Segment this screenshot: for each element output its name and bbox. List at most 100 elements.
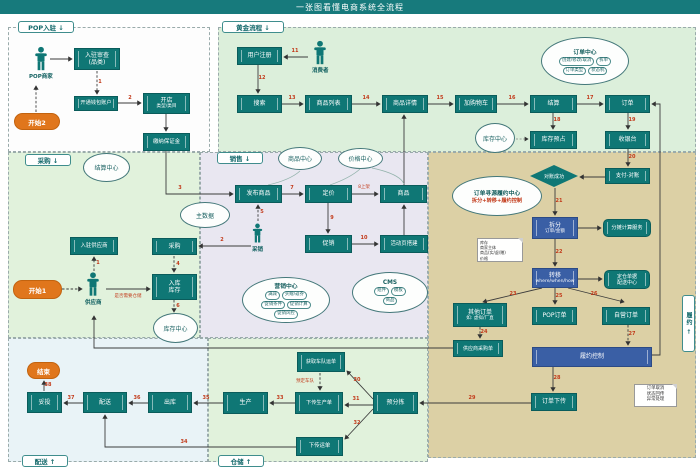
ellipse-settle-center: 结算中心 bbox=[83, 153, 130, 182]
flow-number: 28 bbox=[553, 375, 561, 381]
flow-number: 34 bbox=[180, 439, 188, 445]
flow-number: 38 bbox=[44, 382, 52, 388]
note-line: 订单取消 bbox=[646, 386, 665, 391]
note-line: 异常处理 bbox=[646, 397, 665, 403]
note-line: 价格 bbox=[480, 255, 488, 261]
box-deposit: 缴纳保证金 bbox=[143, 133, 190, 151]
ellipse-marketing-center: 营销中心 满减 买赠/返券 促销条件 促销计算 促销风控 bbox=[242, 277, 330, 323]
box-presort: 预分拣 bbox=[373, 392, 418, 414]
pill-row: 促销风控 bbox=[274, 310, 298, 319]
box-stock-hold: 库存预占 bbox=[530, 131, 577, 149]
ellipse-stock-center-purchase: 库存中心 bbox=[153, 313, 198, 343]
pill-row: 商品 bbox=[382, 296, 398, 306]
flow-number: 7 bbox=[290, 185, 294, 191]
box-prod-order: 下传生产单 bbox=[295, 392, 343, 414]
flow-number: 26 bbox=[590, 291, 598, 297]
pill-promo-risk: 促销风控 bbox=[274, 310, 298, 319]
ellipse-master-data: 主数据 bbox=[180, 202, 230, 228]
flow-number: 15 bbox=[436, 95, 444, 101]
pill-row: 促销条件 促销计算 bbox=[261, 300, 311, 310]
flow-number: 1 bbox=[96, 260, 100, 266]
flow-number: 5 bbox=[260, 209, 264, 215]
box-search: 搜索 bbox=[237, 95, 282, 113]
box-split: 拆分 订单/金额 bbox=[532, 217, 578, 239]
pill-order-type: 订单类型 bbox=[562, 66, 587, 76]
actor-supplier: 供应商 bbox=[85, 271, 102, 306]
center-title: 订单中心 bbox=[573, 49, 597, 56]
ellipse-stock-center-golden: 库存中心 bbox=[475, 123, 515, 153]
flow-number: 18 bbox=[553, 117, 561, 123]
diamond-recon-ok: 对账成功 bbox=[530, 165, 578, 187]
section-label-fulfillment: 履约 ← bbox=[682, 295, 695, 352]
box-share-calc-service: 分摊计算服务 bbox=[603, 219, 651, 237]
ellipse-sourcing-center: 订单寻源履约中心 拆分+转移+履约控制 bbox=[452, 176, 542, 216]
pill-component: 组件 bbox=[374, 286, 389, 296]
box-fleet-order: 获取车队运单 bbox=[297, 352, 345, 372]
flow-number: 9 bbox=[330, 215, 334, 221]
box-waybill: 下传运单 bbox=[296, 437, 343, 456]
box-delivered: 妥投 bbox=[27, 392, 62, 413]
box-outbound: 出库 bbox=[148, 392, 192, 413]
pill-discount: 满减 bbox=[265, 291, 280, 300]
label-line: 入库 bbox=[168, 279, 181, 287]
box-fulfill-control: 履约控制 bbox=[532, 347, 652, 367]
box-inbound-stock: 入库 库存 bbox=[152, 274, 197, 300]
label-line: 其他订单 bbox=[467, 308, 492, 316]
actor-label: 消费者 bbox=[312, 68, 329, 74]
flow-number: 27 bbox=[628, 331, 636, 337]
flow-number: 24 bbox=[480, 329, 488, 335]
flow-number: 35 bbox=[202, 395, 210, 401]
terminal-start1: 开始1 bbox=[13, 280, 62, 299]
note-line: 库存 bbox=[480, 240, 488, 245]
box-supplier-enroll: 入驻供应商 bbox=[70, 237, 118, 255]
ellipse-order-center: 订单中心 创建/修改/取消 拆单 订单类型 状态机 bbox=[541, 37, 629, 85]
section-label-delivery: 配送 ↑ bbox=[22, 455, 68, 467]
box-self-order: 自营订单 bbox=[602, 307, 650, 325]
flow-number: 22 bbox=[555, 249, 563, 255]
flow-number: 12 bbox=[258, 75, 266, 81]
flow-number: 2 bbox=[128, 95, 132, 101]
person-icon bbox=[87, 272, 100, 296]
box-supplier-po: 供应商采购单 bbox=[453, 340, 503, 357]
box-warehouse-assign: 定仓单据 配送中心 bbox=[604, 270, 650, 289]
flow-number: 2 bbox=[220, 237, 224, 243]
actor-label: 采销 bbox=[251, 247, 263, 253]
box-produce: 生产 bbox=[223, 392, 268, 414]
box-add-cart: 加购物车 bbox=[455, 95, 497, 113]
flow-number: 16 bbox=[508, 95, 516, 101]
pill-row: 组件 模板 bbox=[374, 286, 406, 296]
box-purchase: 采购 bbox=[152, 238, 197, 255]
person-icon bbox=[252, 223, 263, 243]
flow-number: 30 bbox=[353, 377, 361, 383]
label-line: 如: 虚拟/厂直 bbox=[466, 315, 494, 321]
page-title: 一张图看懂电商系统全流程 bbox=[0, 0, 700, 14]
label-line: 转移 bbox=[548, 271, 561, 279]
flow-number: 6 bbox=[176, 303, 180, 309]
flow-number: 3 bbox=[178, 185, 182, 191]
annotation-need-warehouse: 是否需要仓储 bbox=[114, 294, 142, 299]
person-icon bbox=[314, 40, 327, 65]
flow-number: 1 bbox=[98, 79, 102, 85]
box-product: 商品 bbox=[380, 185, 427, 203]
box-enroll-review: 入驻审查 (品类) bbox=[74, 48, 120, 70]
flow-number: 37 bbox=[67, 395, 75, 401]
flow-number: 17 bbox=[586, 95, 594, 101]
pill-row: 满减 买赠/返券 bbox=[265, 291, 307, 300]
flow-number: 21 bbox=[555, 198, 563, 204]
pill-row: 创建/修改/取消 拆单 bbox=[558, 56, 612, 66]
ellipse-price-center: 价格中心 bbox=[338, 148, 383, 169]
flow-number: 23 bbox=[509, 291, 517, 297]
box-order: 订单 bbox=[605, 95, 650, 113]
pill-template: 模板 bbox=[391, 286, 406, 296]
box-pop-order: POP订单 bbox=[532, 307, 577, 325]
section-label-golden: 黄金流程 ↓ bbox=[222, 21, 284, 33]
label-line: 类型/类目 bbox=[156, 104, 177, 110]
flow-number: 11 bbox=[291, 48, 299, 54]
flow-number: 25 bbox=[555, 293, 563, 299]
flow-number: 32 bbox=[353, 420, 361, 426]
note-line: 商家主体 bbox=[480, 245, 496, 251]
flow-number: 33 bbox=[276, 395, 284, 401]
actor-label: POP商家 bbox=[29, 74, 53, 80]
label-line: 订单/金额 bbox=[545, 228, 565, 234]
